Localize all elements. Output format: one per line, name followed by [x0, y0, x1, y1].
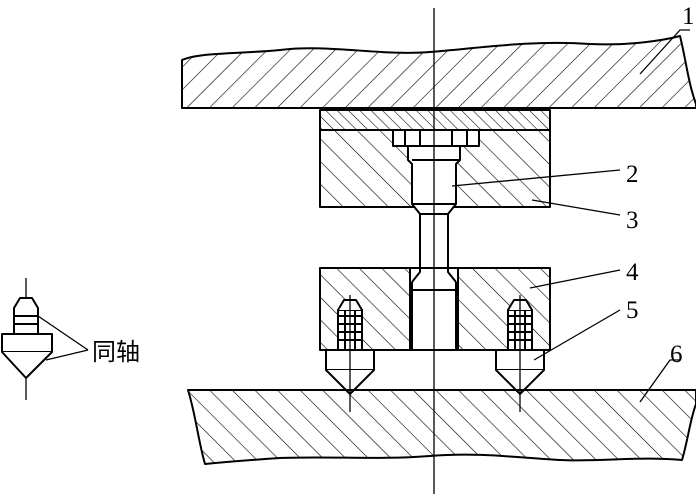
leader-lines: [37, 29, 690, 403]
part-6-base: [187, 389, 696, 465]
label-part-3: 3: [626, 207, 639, 234]
label-part-5: 5: [626, 297, 639, 324]
label-part-1: 1: [682, 3, 695, 30]
screw-head: [404, 129, 468, 147]
label-part-4: 4: [626, 259, 639, 286]
label-coaxial: 同轴: [92, 338, 140, 366]
label-part-2: 2: [626, 161, 639, 188]
part-1-upper-platen: [181, 35, 696, 109]
coaxial-inset: [1, 278, 53, 400]
label-part-6: 6: [670, 341, 683, 368]
part-3-top-strip: [319, 109, 551, 131]
